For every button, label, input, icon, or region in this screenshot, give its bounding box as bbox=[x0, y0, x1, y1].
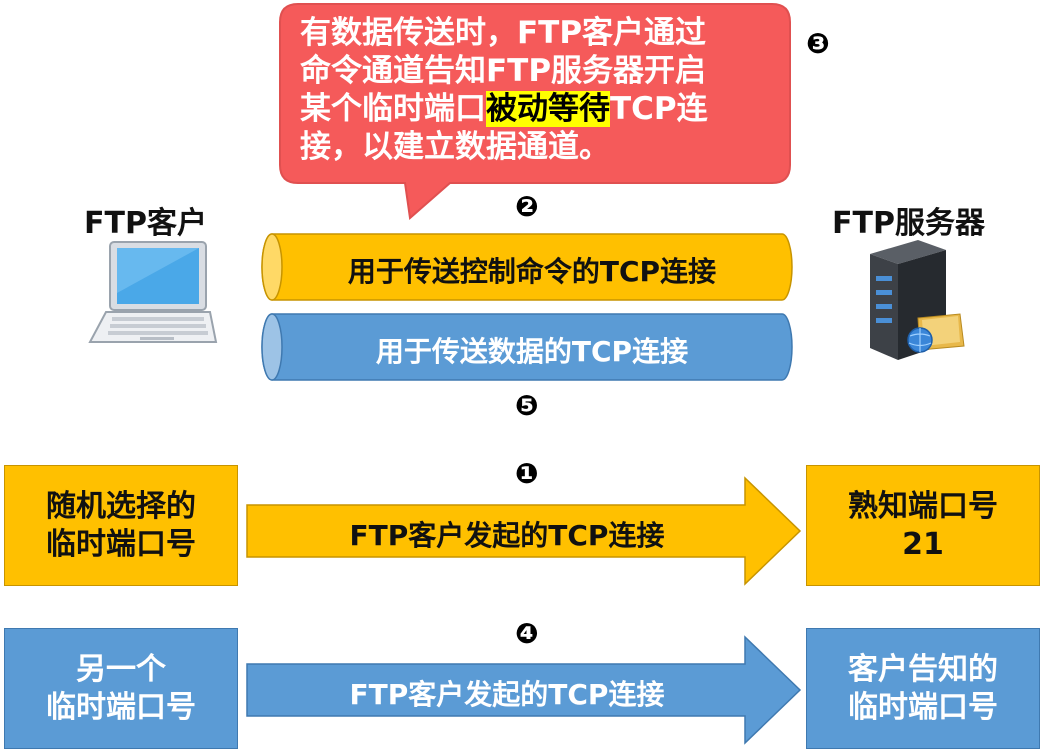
arrow-row1 bbox=[246, 476, 802, 586]
step-4-marker: ❹ bbox=[515, 617, 539, 650]
server-icon bbox=[870, 240, 965, 360]
server-label: FTP服务器 bbox=[832, 206, 985, 241]
step-5-marker: ❺ bbox=[515, 389, 539, 422]
step-3-marker: ❸ bbox=[806, 27, 830, 60]
row1-client-port-box: 随机选择的临时端口号 bbox=[4, 465, 238, 586]
highlight-passive-wait: 被动等待 bbox=[486, 91, 610, 127]
callout-text: 有数据传送时，FTP客户通过 命令通道告知FTP服务器开启 某个临时端口被动等待… bbox=[300, 15, 708, 165]
data-pipe bbox=[261, 313, 793, 381]
data-connection-label: 用于传送数据的TCP连接 bbox=[375, 335, 689, 368]
step-2-marker: ❷ bbox=[515, 190, 539, 223]
arrow-row2 bbox=[246, 635, 802, 745]
laptop-icon bbox=[88, 241, 218, 343]
row2-arrow-label: FTP客户发起的TCP连接 bbox=[349, 678, 665, 711]
client-label: FTP客户 bbox=[84, 206, 207, 241]
control-connection-label: 用于传送控制命令的TCP连接 bbox=[347, 255, 717, 288]
row1-arrow-label: FTP客户发起的TCP连接 bbox=[349, 519, 665, 552]
step-1-marker: ❶ bbox=[515, 457, 539, 490]
control-pipe bbox=[261, 233, 793, 301]
row2-server-port-box: 客户告知的临时端口号 bbox=[806, 628, 1040, 749]
row2-client-port-box: 另一个临时端口号 bbox=[4, 628, 238, 749]
